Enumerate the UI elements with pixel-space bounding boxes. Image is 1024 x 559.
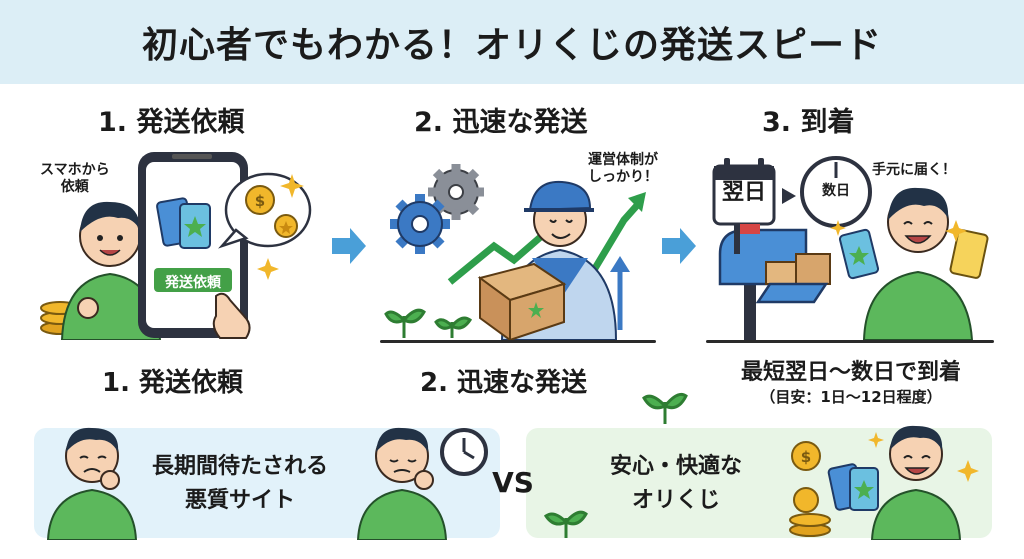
step2-illustration [384, 164, 646, 342]
request-button-label: 発送依頼 [165, 275, 221, 291]
card-icon [838, 228, 880, 280]
step2-bottom-label: 2. 迅速な発送 [420, 368, 588, 398]
happy-person [862, 187, 974, 340]
clock-label: 数日 [822, 183, 850, 199]
orikuji-text: 安心・快適な オリくじ [609, 454, 742, 513]
title-banner: 初心者でもわかる！オリくじの発送スピード [0, 0, 1024, 84]
sparkle-icon [957, 460, 979, 482]
step1-illustration: $ [40, 152, 312, 340]
sparkle-icon [257, 258, 279, 280]
bad-site-text: 長期間待たされる 悪質サイト [151, 454, 328, 513]
sprout-icon [384, 308, 426, 338]
card-icon [949, 229, 989, 279]
card-icon [827, 463, 879, 511]
step3-number: 3. [762, 107, 792, 138]
sprout-icon [434, 316, 473, 338]
page-title: 初心者でもわかる！オリくじの発送スピード [141, 25, 882, 66]
growth-arrow-icon [590, 199, 643, 272]
person-requesting [60, 201, 162, 340]
step3-illustration [712, 156, 989, 340]
clock-icon [440, 428, 488, 476]
step2-label: 迅速な発送 [452, 107, 588, 138]
step3-caption: 手元に届く！ [872, 162, 956, 178]
bad-site-illustration [46, 427, 488, 540]
step1-number: 1. [98, 107, 128, 138]
sprout-icon [543, 510, 588, 538]
coin-icon [245, 185, 275, 215]
parcel-box-icon [477, 262, 567, 342]
sparkle-icon [868, 432, 884, 448]
step1-caption: スマホから 依頼 [40, 162, 110, 195]
tired-person [356, 427, 448, 540]
arrow-right-icon [332, 228, 366, 264]
svg-text:$: $ [801, 448, 811, 466]
gear-icon [390, 194, 450, 254]
step2-caption: 運営体制が しっかり！ [588, 152, 658, 185]
worried-person [46, 427, 138, 540]
coin-icon: $ [791, 441, 821, 471]
sprout-icon [642, 392, 688, 424]
coin-bubble: $ [218, 172, 312, 249]
card-icon [156, 197, 211, 249]
arrow-right-icon [782, 188, 796, 204]
step3-heading: 3. 到着 [762, 100, 854, 139]
step2-number: 2. [414, 107, 444, 138]
arrival-note: （目安：1日〜12日程度） [760, 388, 942, 406]
pointing-hand-icon [212, 292, 251, 339]
happy-person [870, 425, 962, 540]
vs-label: VS [492, 466, 534, 499]
step1-bottom-label: 1. 発送依頼 [102, 368, 244, 398]
step2-baseline [380, 340, 656, 343]
step1-heading: 1. 発送依頼 [98, 100, 244, 139]
step3-label: 到着 [800, 107, 855, 138]
smartphone-icon [138, 152, 248, 338]
coin-stack-icon [789, 487, 831, 537]
sparkle-icon [830, 220, 846, 236]
step2-heading: 2. 迅速な発送 [414, 100, 587, 139]
step3-baseline [706, 340, 994, 343]
sparkle-icon [945, 220, 967, 242]
mailbox-icon [718, 224, 831, 340]
arrow-right-icon [662, 228, 696, 264]
step1-label: 発送依頼 [136, 107, 245, 138]
sparkle-icon [280, 174, 304, 198]
arrival-result: 最短翌日〜数日で到着 [740, 360, 961, 385]
calendar-label: 翌日 [721, 180, 766, 205]
orikuji-illustration: $ [543, 425, 979, 540]
dollar-sign: $ [255, 192, 265, 210]
